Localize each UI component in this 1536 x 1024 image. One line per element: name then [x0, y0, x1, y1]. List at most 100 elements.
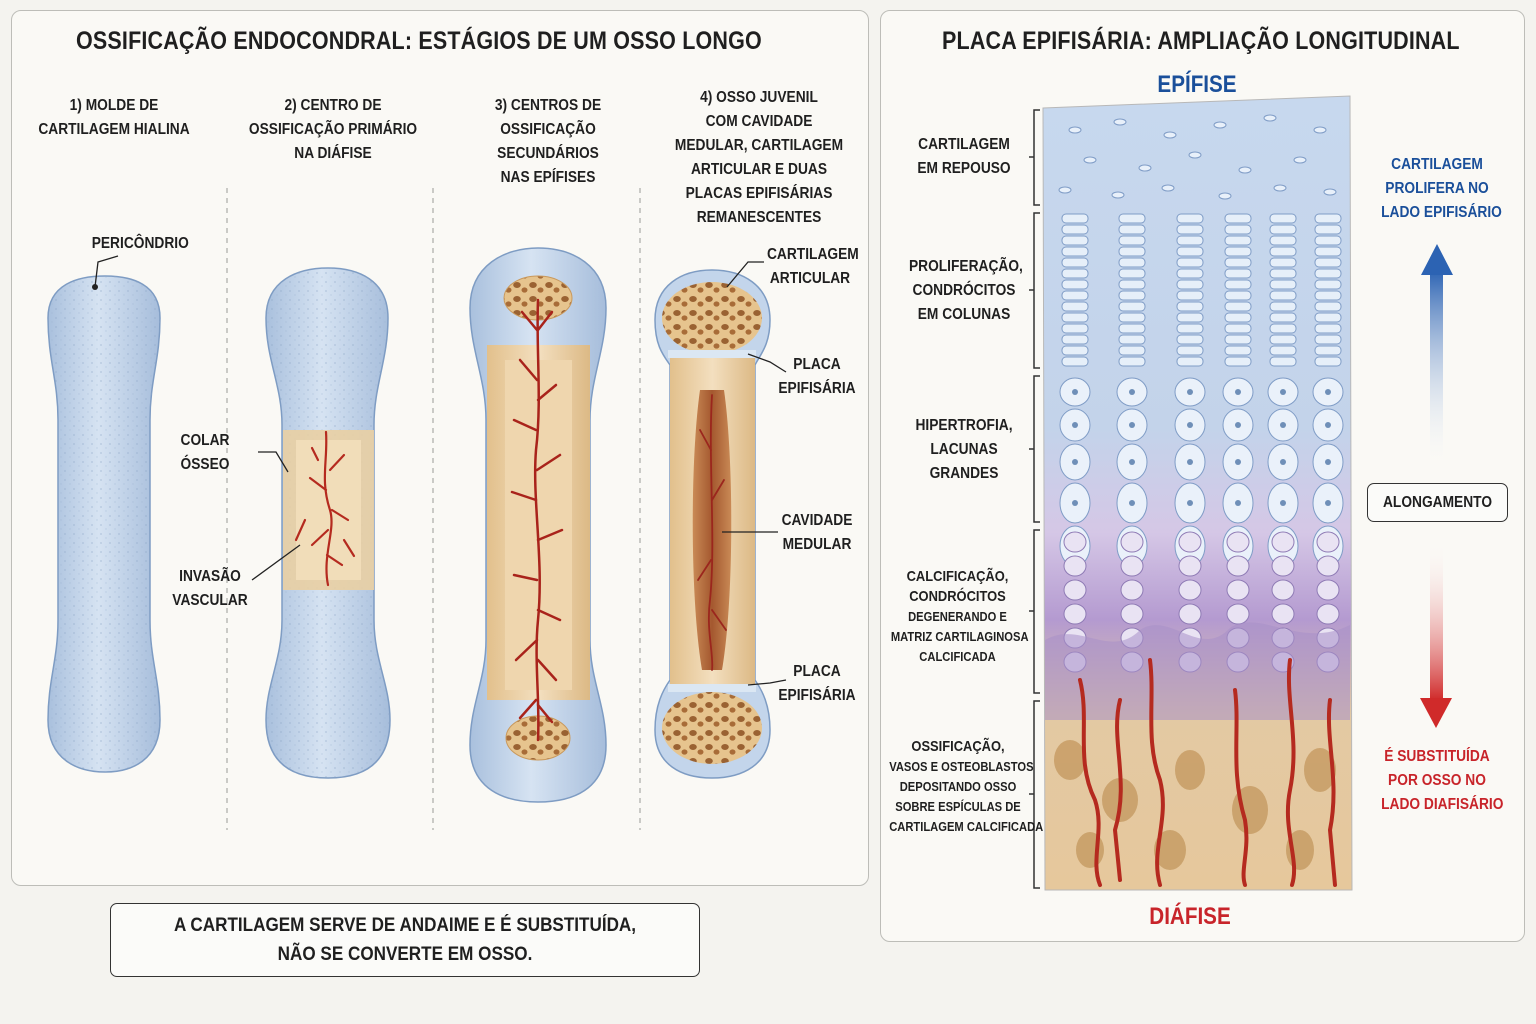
proliferating-chondrocyte: [1118, 224, 1146, 235]
colar-leader: [258, 451, 289, 473]
chondrocyte-nucleus: [1235, 500, 1241, 506]
degenerating-chondrocyte: [1271, 555, 1295, 577]
degenerating-chondrocyte: [1178, 531, 1202, 553]
proliferating-chondrocyte: [1314, 301, 1342, 312]
chondrocyte-nucleus: [1235, 389, 1241, 395]
proliferating-chondrocyte: [1224, 334, 1252, 345]
degenerating-chondrocyte: [1120, 603, 1144, 625]
proliferating-chondrocyte: [1224, 224, 1252, 235]
growth-plate-section: [1042, 95, 1353, 891]
proliferating-chondrocyte: [1176, 334, 1204, 345]
proliferating-chondrocyte: [1269, 279, 1297, 290]
proliferating-chondrocyte: [1118, 213, 1146, 224]
key-message-box: A CARTILAGEM SERVE DE ANDAIME E É SUBSTI…: [110, 903, 700, 977]
chondrocyte-nucleus: [1325, 500, 1331, 506]
proliferating-chondrocyte: [1061, 290, 1089, 301]
chondrocyte-nucleus: [1280, 422, 1286, 428]
proliferating-chondrocyte: [1314, 224, 1342, 235]
proliferating-chondrocyte: [1224, 301, 1252, 312]
chondrocyte-nucleus: [1325, 459, 1331, 465]
proliferating-chondrocyte: [1118, 235, 1146, 246]
proliferating-chondrocyte: [1269, 356, 1297, 367]
proliferating-chondrocyte: [1314, 334, 1342, 345]
proliferating-chondrocyte: [1314, 290, 1342, 301]
stage3-secondary-centers: [469, 247, 607, 803]
chondrocyte-nucleus: [1235, 459, 1241, 465]
proliferating-chondrocyte: [1314, 246, 1342, 257]
proliferating-chondrocyte: [1118, 290, 1146, 301]
proliferating-chondrocyte: [1269, 334, 1297, 345]
degenerating-chondrocyte: [1178, 555, 1202, 577]
chondrocyte-nucleus: [1187, 389, 1193, 395]
degenerating-chondrocyte: [1226, 531, 1250, 553]
degenerating-chondrocyte: [1178, 579, 1202, 601]
degenerating-chondrocyte: [1271, 603, 1295, 625]
stage1-cartilage-model: [47, 275, 161, 773]
proliferating-chondrocyte: [1118, 301, 1146, 312]
chondrocyte-nucleus: [1280, 500, 1286, 506]
proliferating-chondrocyte: [1061, 246, 1089, 257]
chondrocyte-nucleus: [1187, 422, 1193, 428]
proliferating-chondrocyte: [1061, 334, 1089, 345]
proliferating-chondrocyte: [1269, 345, 1297, 356]
chondrocyte-nucleus: [1129, 389, 1135, 395]
degenerating-chondrocyte: [1226, 603, 1250, 625]
proliferating-chondrocyte: [1269, 213, 1297, 224]
proliferating-chondrocyte: [1314, 213, 1342, 224]
degenerating-chondrocyte: [1316, 603, 1340, 625]
alongamento-label: ALONGAMENTO: [1382, 494, 1493, 511]
proliferating-chondrocyte: [1269, 312, 1297, 323]
pericondrio-leader: [94, 255, 119, 288]
zone-brackets: [1029, 109, 1040, 889]
degenerating-chondrocyte: [1316, 579, 1340, 601]
proliferating-chondrocyte: [1061, 312, 1089, 323]
proliferating-chondrocyte: [1118, 323, 1146, 334]
proliferating-chondrocyte: [1269, 224, 1297, 235]
degenerating-chondrocyte: [1120, 579, 1144, 601]
proliferating-chondrocyte: [1061, 235, 1089, 246]
proliferating-chondrocyte: [1118, 345, 1146, 356]
degenerating-chondrocyte: [1316, 531, 1340, 553]
proliferating-chondrocyte: [1269, 257, 1297, 268]
invasao-leader: [251, 544, 301, 581]
proliferating-chondrocyte: [1176, 301, 1204, 312]
proliferating-chondrocyte: [1176, 268, 1204, 279]
degenerating-chondrocyte: [1063, 603, 1087, 625]
proliferating-chondrocyte: [1269, 301, 1297, 312]
proliferating-chondrocyte: [1224, 213, 1252, 224]
replacement-arrow: [1420, 540, 1452, 728]
proliferating-chondrocyte: [1314, 268, 1342, 279]
proliferating-chondrocyte: [1176, 246, 1204, 257]
degenerating-chondrocyte: [1120, 531, 1144, 553]
chondrocyte-nucleus: [1325, 389, 1331, 395]
proliferating-chondrocyte: [1176, 356, 1204, 367]
proliferating-chondrocyte: [1176, 213, 1204, 224]
diafise-label: DIÁFISE: [1149, 903, 1231, 930]
proliferating-chondrocyte: [1224, 279, 1252, 290]
proliferating-chondrocyte: [1118, 312, 1146, 323]
proliferating-chondrocyte: [1224, 345, 1252, 356]
proliferating-chondrocyte: [1176, 257, 1204, 268]
proliferating-chondrocyte: [1224, 312, 1252, 323]
chondrocyte-nucleus: [1325, 422, 1331, 428]
chondrocyte-nucleus: [1129, 422, 1135, 428]
chondrocyte-nucleus: [1072, 459, 1078, 465]
proliferating-chondrocyte: [1176, 312, 1204, 323]
proliferating-chondrocyte: [1176, 235, 1204, 246]
degenerating-chondrocyte: [1271, 579, 1295, 601]
chondrocyte-nucleus: [1072, 500, 1078, 506]
proliferating-chondrocyte: [1061, 301, 1089, 312]
proliferating-chondrocyte: [1176, 323, 1204, 334]
